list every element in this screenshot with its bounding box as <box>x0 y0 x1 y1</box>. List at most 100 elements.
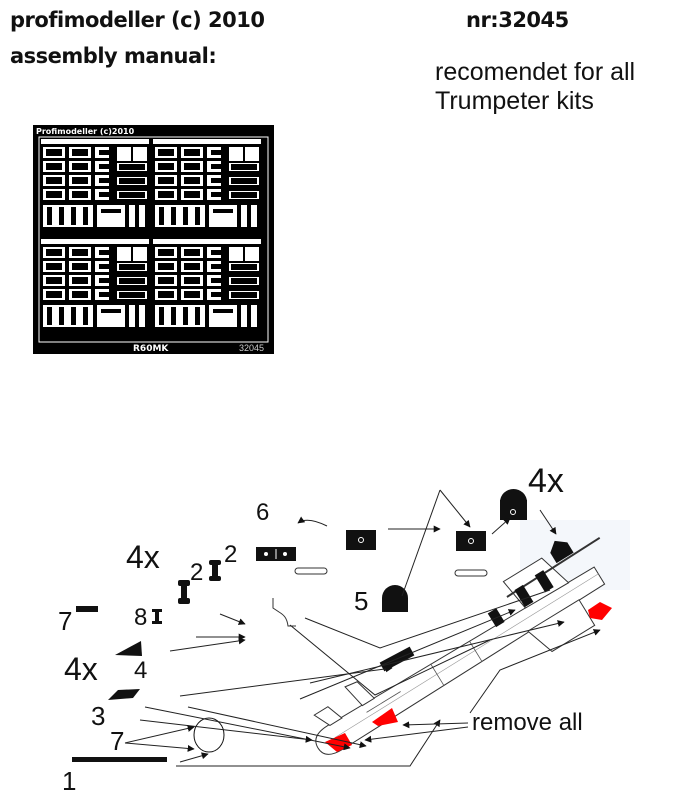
sheet-part-cutout <box>46 163 62 170</box>
sheet-part-clip <box>207 275 221 278</box>
sheet-part-gap <box>243 247 245 261</box>
sheet-part-clip <box>207 269 221 272</box>
sheet-part-cutout <box>184 277 200 284</box>
sheet-part-clip <box>95 189 109 192</box>
sheet-part-cutout <box>46 191 62 198</box>
sheet-part-cutout <box>158 163 174 170</box>
sheet-part-clip <box>207 147 211 158</box>
sheet-part-cutout <box>46 263 62 270</box>
sheet-part-clip <box>207 155 221 158</box>
label-part-5: 5 <box>354 586 368 616</box>
sheet-part-cutout <box>158 291 174 298</box>
sheet-part-clip <box>95 189 99 200</box>
sheet-part-cutout <box>46 177 62 184</box>
sheet-part-clip <box>207 289 221 292</box>
sheet-part-fin-gap <box>47 207 52 225</box>
sheet-part-clip <box>207 169 221 172</box>
sheet-part-fin-gap <box>83 307 88 325</box>
sheet-part-clip <box>95 175 109 178</box>
sheet-part-cutout <box>46 249 62 256</box>
sheet-part-clip <box>207 147 221 150</box>
sheet-part-clip <box>95 261 109 264</box>
bracket-glyph-1 <box>346 530 376 550</box>
sheet-part-fin-gap <box>159 307 164 325</box>
label-part-7b: 7 <box>110 726 124 756</box>
sheet-part-strip <box>139 205 145 227</box>
bracket-side-view <box>454 569 488 577</box>
note-line-1: recomendet for all <box>435 58 636 86</box>
sheet-frame-bar <box>153 139 261 144</box>
sheet-number: 32045 <box>239 343 264 353</box>
sheet-part-cutout <box>119 292 145 298</box>
part-2-glyph-b <box>212 563 218 579</box>
sheet-part-clip <box>207 183 221 186</box>
sheet-part-cutout <box>72 291 88 298</box>
sheet-part-cutout <box>72 163 88 170</box>
sheet-part-cutout <box>119 264 145 270</box>
label-part-2a: 2 <box>190 559 203 586</box>
sheet-part-clip <box>207 283 221 286</box>
photo-etch-sheet-image: Profimodeller (c)2010 R60MK 32045 <box>33 125 274 354</box>
part-5-glyph <box>382 585 408 612</box>
sheet-part-cutout <box>158 191 174 198</box>
sheet-part-fin-gap <box>59 307 64 325</box>
sheet-part-cutout <box>46 291 62 298</box>
sheet-part-clip <box>95 283 109 286</box>
sheet-part-fin-gap <box>183 307 188 325</box>
sheet-part-clip <box>95 161 109 164</box>
sheet-part-cutout <box>119 178 145 184</box>
label-qty-4x-c: 4x <box>528 462 564 500</box>
sheet-part-clip <box>207 255 221 258</box>
sheet-part-fin-gap <box>83 207 88 225</box>
sheet-part-gap <box>243 147 245 161</box>
sheet-part-strip <box>241 305 247 327</box>
sheet-part-clip <box>95 255 109 258</box>
sheet-part-cutout <box>46 149 62 156</box>
sheet-part-cutout <box>158 277 174 284</box>
sheet-part-cutout <box>72 263 88 270</box>
sheet-part-cutout <box>158 263 174 270</box>
sheet-part-strip <box>241 205 247 227</box>
sheet-part-cutout <box>158 249 174 256</box>
sheet-part-cutout <box>184 163 200 170</box>
sheet-part-cutout <box>119 192 145 198</box>
sheet-part-cutout <box>231 278 257 284</box>
sheet-top-label: Profimodeller (c)2010 <box>36 127 135 136</box>
sheet-part-strip <box>129 305 135 327</box>
remove-part-tail <box>588 602 612 620</box>
sheet-part-cutout <box>46 277 62 284</box>
sheet-part-clip <box>95 275 109 278</box>
sheet-part-fin-gap <box>71 307 76 325</box>
sheet-part-cutout <box>231 264 257 270</box>
sheet-part-fins <box>155 205 205 227</box>
sheet-part-clip <box>95 269 109 272</box>
sheet-part-cutout <box>231 164 257 170</box>
sheet-part-fin-gap <box>171 307 176 325</box>
sheet-part-clip <box>207 189 221 192</box>
sheet-part-clip <box>95 155 109 158</box>
sheet-part-clip <box>207 247 221 250</box>
sheet-part-cutout <box>231 178 257 184</box>
sheet-part-clip <box>207 261 221 264</box>
sheet-part-cutout <box>231 192 257 198</box>
sheet-part-clip <box>95 261 99 272</box>
label-part-2b: 2 <box>224 541 237 568</box>
part-8-glyph <box>155 610 159 623</box>
sheet-part-fin-gap <box>195 207 200 225</box>
sheet-part-clip <box>95 297 109 300</box>
sheet-part-clip <box>95 183 109 186</box>
sheet-part-cutout <box>72 191 88 198</box>
label-part-4: 4 <box>134 657 147 684</box>
sheet-part-clip <box>95 289 99 300</box>
sheet-part-fins <box>43 305 93 327</box>
sheet-part-strip <box>101 309 121 313</box>
label-part-3: 3 <box>91 701 105 731</box>
sheet-part-clip <box>95 197 109 200</box>
sheet-part-clip <box>95 175 99 186</box>
part-3-glyph <box>108 689 140 700</box>
sheet-frame-bar <box>41 239 149 244</box>
sheet-part-clip <box>207 247 211 258</box>
sheet-part-cutout <box>184 263 200 270</box>
sheet-part-fin-gap <box>183 207 188 225</box>
